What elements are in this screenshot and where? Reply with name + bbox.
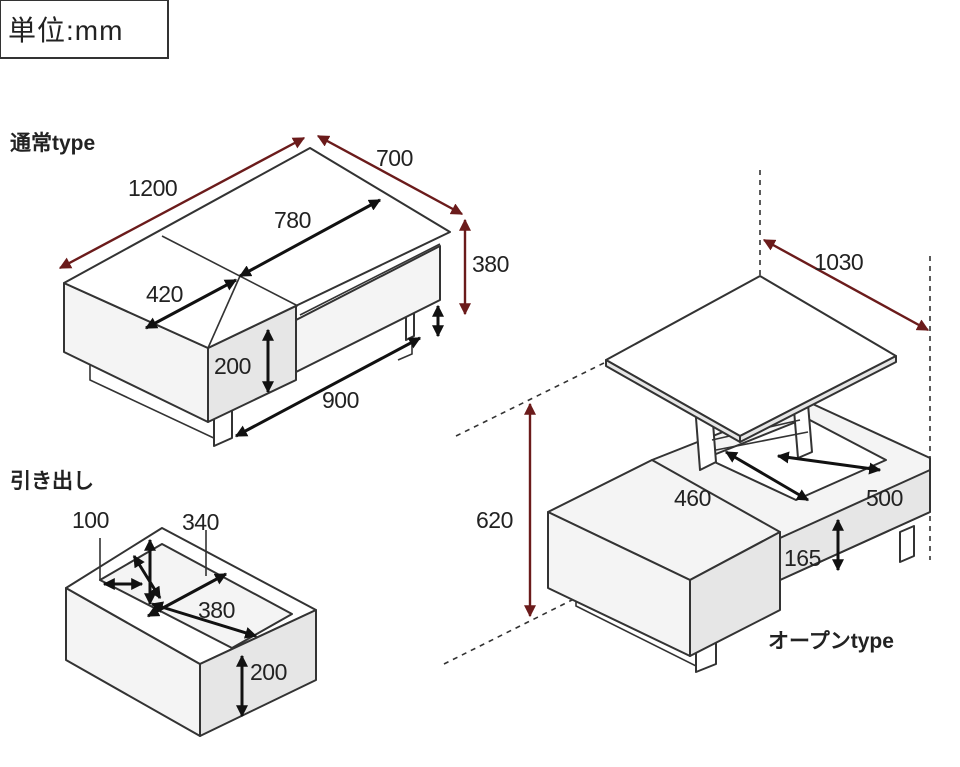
top-side-dimension-line [144,278,238,330]
normal-top-inner-label: 780 [274,207,311,233]
unit-box: 単位:mm [0,0,169,59]
unit-label: 単位:mm [8,15,123,46]
open-type-title: オープンtype [768,630,894,653]
open-inner-depth-label: 460 [674,485,711,511]
normal-type-view: 通常type 1200 700 380 780 420 200 900 [10,131,509,447]
open-body-height-label: 165 [784,545,821,571]
depth-dimension-line [316,134,464,216]
drawer-front-panel [199,609,317,737]
drawer-inner-a-label: 100 [72,507,109,533]
top-inner-dimension-line [238,198,382,278]
open-inner-width-label: 500 [866,485,903,511]
drawer-inner-c-label: 380 [198,597,235,623]
normal-height-label: 380 [472,251,509,277]
normal-depth-label: 700 [376,145,413,171]
open-tabletop [605,275,897,437]
drawer-title: 引き出し [10,470,94,493]
normal-top-side-label: 420 [146,281,183,307]
open-inner-width-line [776,451,882,475]
drawer-inner-c-line [150,601,258,639]
open-lift-height-label: 620 [476,507,513,533]
normal-drawer-height-label: 200 [214,353,251,379]
open-leg-right [899,525,915,563]
open-body-left-side [689,531,781,657]
drawer-width-dimension-line [234,336,422,438]
drawer-view: 引き出し 100 340 380 200 [10,470,317,737]
normal-type-title: 通常type [10,131,95,155]
open-top-width-line [762,238,930,332]
normal-width-label: 1200 [128,175,177,201]
normal-drawer-width-label: 900 [322,387,359,413]
width-dimension-line [58,136,306,270]
open-inner-depth-line [724,450,810,502]
open-type-view: 1030 620 460 500 165 オープンtype [443,170,931,673]
drawer-height-label: 200 [250,659,287,685]
drawer-inner-b-label: 340 [182,509,219,535]
open-top-width-label: 1030 [814,249,863,275]
